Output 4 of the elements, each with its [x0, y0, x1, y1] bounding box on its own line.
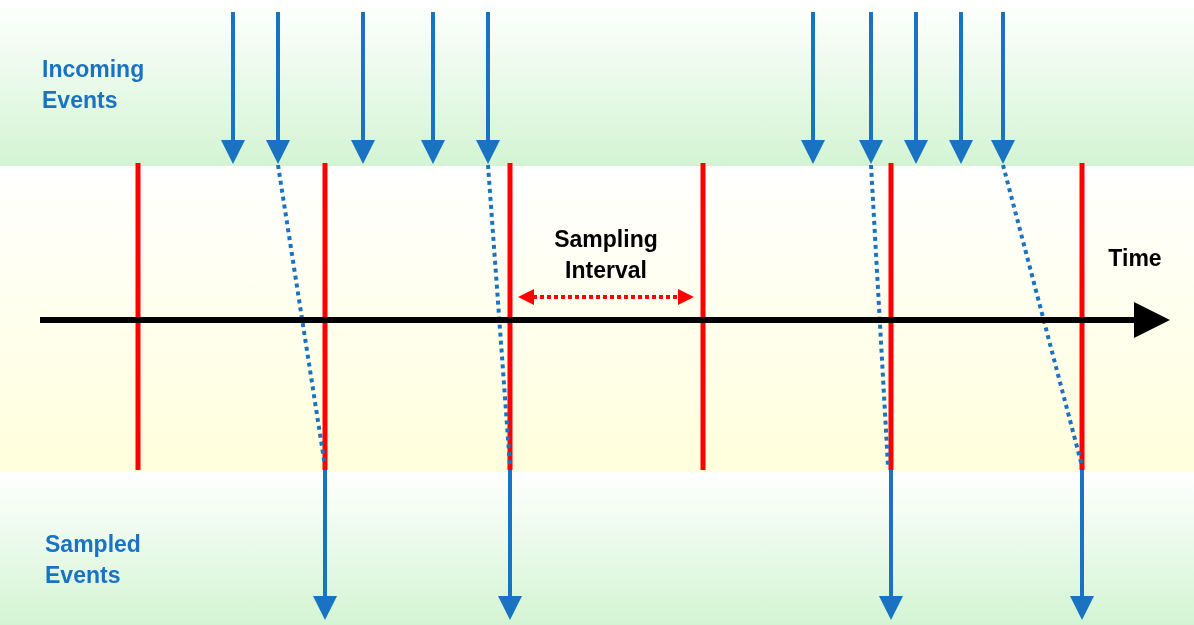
dimension-label: Sampling Interval — [553, 225, 659, 285]
axis-label: Time — [1108, 244, 1162, 273]
band-label: Sampled Events — [45, 530, 142, 590]
band-label: Incoming Events — [42, 55, 146, 115]
